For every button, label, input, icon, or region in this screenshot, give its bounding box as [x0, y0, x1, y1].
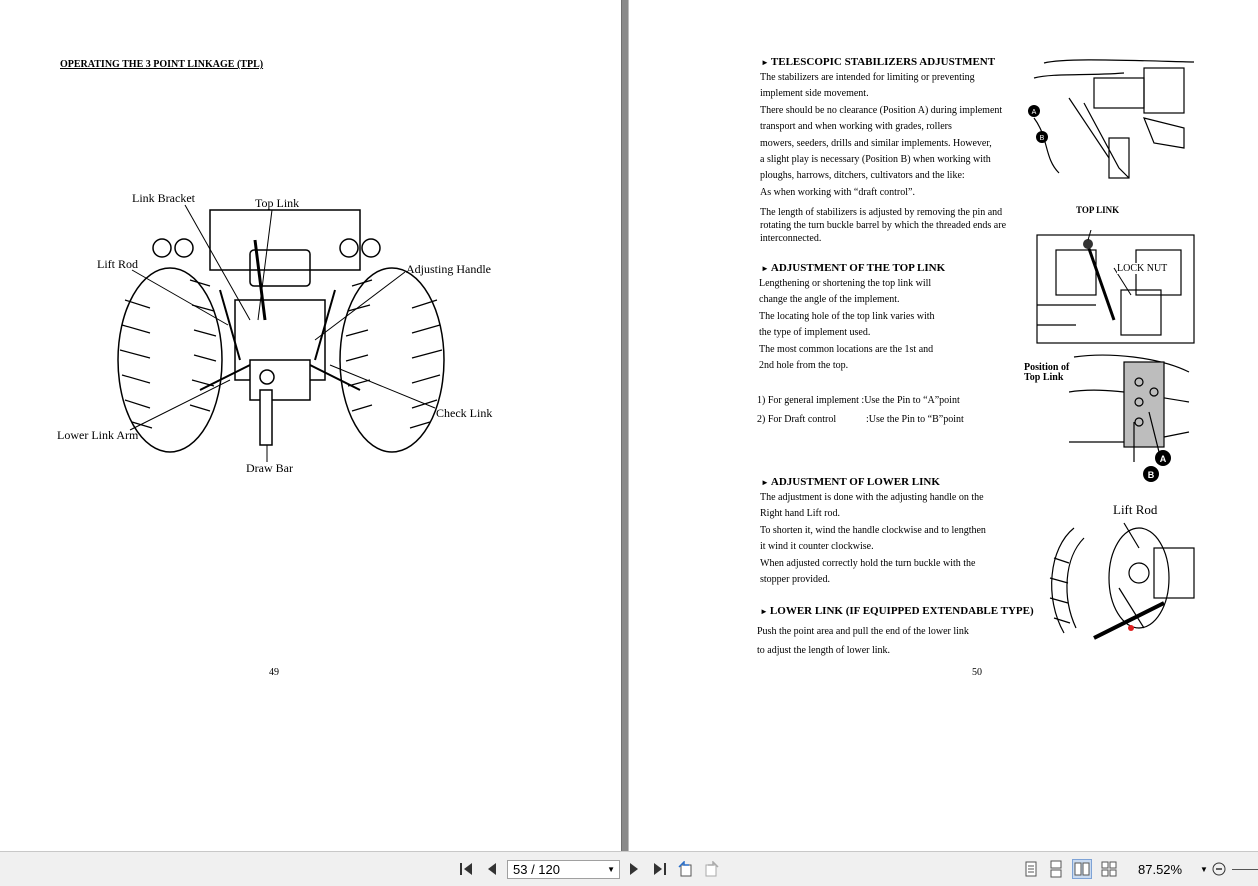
stabilizers-para2: The length of stabilizers is adjusted by…	[760, 207, 1007, 244]
marker-a: A	[1032, 109, 1037, 116]
page-gutter	[621, 0, 629, 851]
first-page-button[interactable]	[457, 859, 477, 879]
zoom-out-button[interactable]	[1209, 859, 1229, 879]
pdf-toolbar: 53 / 120 ▼ 87.52% ▼	[0, 851, 1258, 886]
lift-rod-diagram	[1049, 522, 1195, 640]
pin-item-2-label: 2) For Draft control	[757, 414, 837, 425]
marker-b-pin: B	[1148, 470, 1155, 480]
single-page-view-button[interactable]	[1021, 859, 1041, 879]
last-page-button[interactable]	[649, 859, 669, 879]
facing-continuous-icon	[1101, 861, 1117, 877]
continuous-view-button[interactable]	[1046, 859, 1066, 879]
forward-view-icon	[705, 861, 719, 877]
bullet-arrow-icon: ►	[761, 478, 769, 487]
top-link-position-diagram: A B	[1069, 354, 1190, 482]
page-number-input[interactable]: 53 / 120 ▼	[507, 860, 620, 879]
page-50: ►TELESCOPIC STABILIZERS ADJUSTMENT The s…	[629, 0, 1258, 851]
zoom-level[interactable]: 87.52%	[1138, 862, 1183, 877]
page-indicator-text: 53 / 120	[513, 862, 560, 877]
zoom-dropdown-chevron-icon[interactable]: ▼	[1200, 864, 1208, 874]
label-top-link: Top Link	[255, 196, 300, 210]
heading-stabilizers: ►TELESCOPIC STABILIZERS ADJUSTMENT	[761, 56, 996, 68]
stabilizers-text: The stabilizers are intended for limitin…	[760, 72, 1003, 198]
label-lock-nut: LOCK NUT	[1117, 263, 1168, 274]
chevron-down-icon[interactable]: ▼	[607, 865, 615, 874]
zoom-out-icon	[1212, 862, 1226, 876]
last-page-icon	[654, 863, 666, 875]
label-top-link-caps: TOP LINK	[1076, 205, 1120, 215]
page-49: OPERATING THE 3 POINT LINKAGE (TPL)	[0, 0, 621, 851]
heading-lower-link: ►ADJUSTMENT OF LOWER LINK	[761, 476, 940, 488]
label-link-bracket: Link Bracket	[132, 191, 195, 205]
label-draw-bar: Draw Bar	[246, 461, 293, 475]
label-lift-rod: Lift Rod	[97, 257, 138, 271]
pin-item-1: 1) For general implement :Use the Pin to…	[757, 395, 960, 406]
previous-page-icon	[488, 863, 496, 875]
document-viewport[interactable]: OPERATING THE 3 POINT LINKAGE (TPL)	[0, 0, 1258, 851]
bullet-arrow-icon: ►	[761, 264, 769, 273]
label-check-link: Check Link	[436, 406, 493, 420]
marker-a-pin: A	[1160, 454, 1167, 464]
single-page-icon	[1025, 861, 1037, 877]
pin-item-2-value: :Use the Pin to “B”point	[866, 414, 964, 425]
bullet-arrow-icon: ►	[760, 607, 768, 616]
facing-pages-icon	[1074, 862, 1090, 876]
first-page-icon	[460, 863, 472, 875]
top-link-diagram	[1036, 230, 1195, 344]
tractor-rear-diagram	[117, 204, 445, 462]
zoom-slider-track[interactable]	[1232, 869, 1258, 870]
label-adjusting-handle: Adjusting Handle	[406, 262, 491, 276]
label-lower-link-arm: Lower Link Arm	[57, 428, 139, 442]
page-number: 49	[269, 667, 279, 678]
next-page-icon	[630, 863, 638, 875]
label-lift-rod-right: Lift Rod	[1113, 502, 1158, 517]
marker-b: B	[1040, 135, 1045, 142]
previous-page-button[interactable]	[482, 859, 502, 879]
facing-view-button[interactable]	[1072, 859, 1092, 879]
label-position-of-top-link: Position of Top Link	[1024, 362, 1070, 383]
heading-top-link: ►ADJUSTMENT OF THE TOP LINK	[761, 262, 946, 274]
top-link-text: Lengthening or shortening the top link w…	[759, 278, 935, 372]
section-title: OPERATING THE 3 POINT LINKAGE (TPL)	[60, 59, 264, 70]
go-forward-view-button[interactable]	[701, 859, 721, 879]
lower-link-text: The adjustment is done with the adjustin…	[760, 492, 986, 586]
extendable-text: Push the point area and pull the end of …	[757, 626, 969, 656]
heading-extendable: ►LOWER LINK (IF EQUIPPED EXTENDABLE TYPE…	[760, 605, 1034, 617]
continuous-page-icon	[1050, 860, 1062, 878]
page-number: 50	[972, 667, 982, 678]
next-page-button[interactable]	[624, 859, 644, 879]
go-back-view-button[interactable]	[676, 859, 696, 879]
back-view-icon	[678, 861, 692, 877]
facing-continuous-view-button[interactable]	[1099, 859, 1119, 879]
bullet-arrow-icon: ►	[761, 58, 769, 67]
stabilizer-diagram: A B	[1028, 59, 1194, 179]
